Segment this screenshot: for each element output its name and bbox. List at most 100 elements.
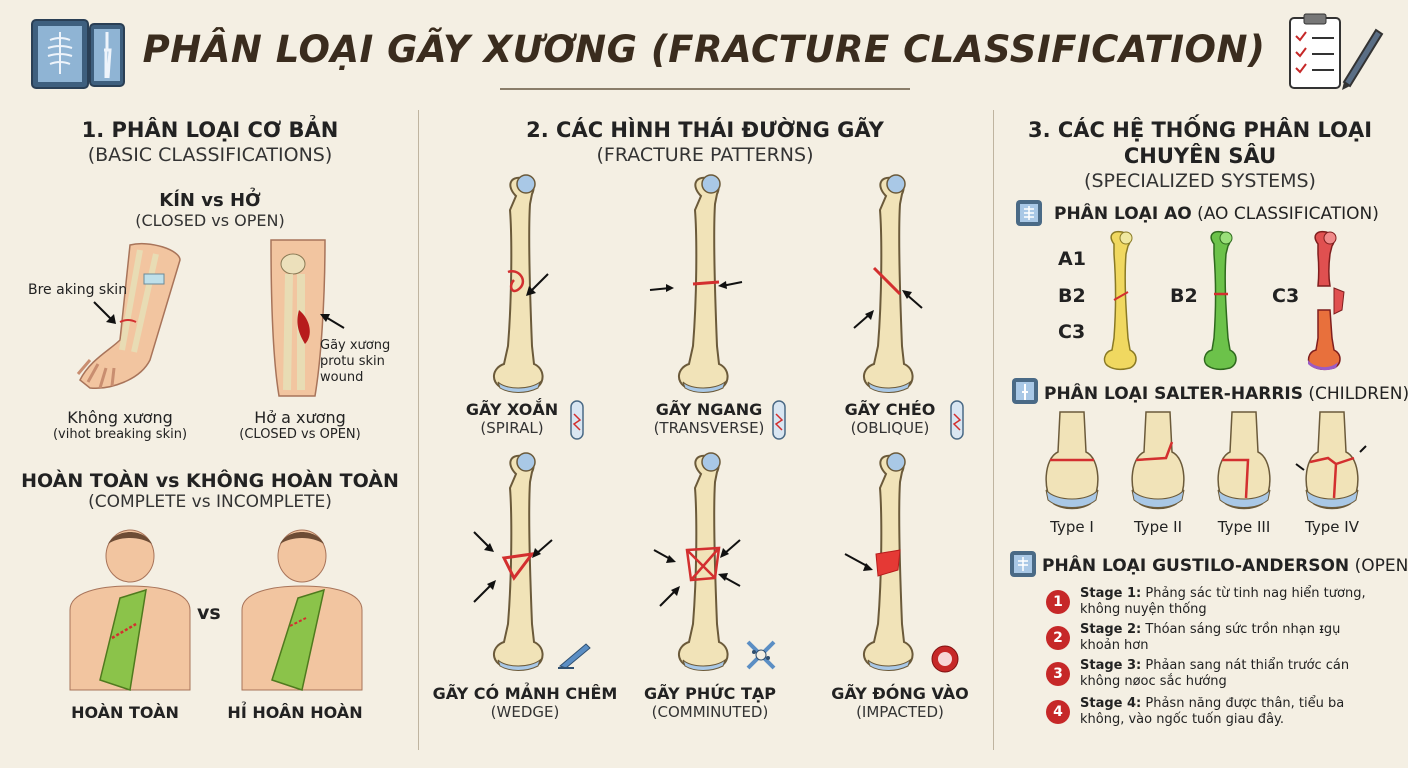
salter-harris-title-bold: PHÂN LOẠI SALTER-HARRIS [1044, 384, 1303, 404]
open-wound-annotation-line1: Gãy xương [320, 338, 391, 353]
impacted-label: GÃY ĐÓNG VÀO [831, 684, 969, 703]
xray-film-icon [570, 400, 584, 444]
oblique-caption: GÃY CHÉO (OBLIQUE) [830, 400, 950, 437]
section2-title: 2. CÁC HÌNH THÁI ĐƯỜNG GÃY [526, 118, 884, 142]
section1-title: 1. PHÂN LOẠI CƠ BẢN [81, 118, 339, 142]
impacted-fracture-bone [856, 452, 926, 678]
incomplete-child-illustration [232, 529, 372, 699]
ao-bone-red [1304, 230, 1354, 374]
column-divider-1 [418, 110, 419, 750]
ao-bone-green [1200, 230, 1244, 374]
section2-header: 2. CÁC HÌNH THÁI ĐƯỜNG GÃY (FRACTURE PAT… [420, 117, 990, 167]
oblique-fracture-bone [856, 174, 926, 400]
section2-subtitle: (FRACTURE PATTERNS) [596, 144, 814, 166]
salter-harris-xray-icon [1012, 378, 1038, 404]
wedge-arrows-icon [470, 530, 560, 610]
salter-harris-type3-bone [1212, 411, 1276, 516]
impact-icon [930, 644, 960, 678]
closed-open-title: KÍN vs HỞ [159, 190, 261, 211]
ao-label-b2-green: B2 [1170, 285, 1198, 307]
gustilo-title-rest: (OPEN) [1354, 556, 1408, 576]
stage2-description: Stage 2: Thóan sáng sức trồn nhạn ᵻgụ kh… [1080, 622, 1380, 654]
section3-title-line1: 3. CÁC HỆ THỐNG PHÂN LOẠI [1027, 118, 1373, 142]
ao-xray-icon [1016, 200, 1042, 226]
stage4-description: Stage 4: Phảsn năng được thân, tiểu ba k… [1080, 696, 1380, 728]
stage1-label: Stage 1: [1080, 586, 1142, 601]
salter-harris-title: PHÂN LOẠI SALTER-HARRIS (CHILDREN) [1044, 384, 1408, 404]
ao-label-c3-red: C3 [1272, 285, 1300, 307]
closed-caption: Không xương (vihot breaking skin) [40, 408, 200, 442]
oblique-label: GÃY CHÉO [844, 400, 936, 419]
incomplete-label: HỈ HOÂN HOÀN [227, 703, 363, 722]
open-wound-annotation-line3: wound [320, 370, 364, 385]
breaking-skin-arrow-icon [92, 300, 122, 334]
salter-harris-type2-bone [1126, 411, 1190, 516]
stage4-label: Stage 4: [1080, 696, 1142, 711]
stage3-text: Phảan sang nát thiẩn trước cán không nøo… [1080, 658, 1350, 689]
ao-bone-yellow [1100, 230, 1144, 374]
stage1-description: Stage 1: Phảng sác từ tinh nag hiển tươn… [1080, 586, 1380, 618]
salter-harris-type4-label: Type IV [1305, 518, 1359, 536]
open-caption: Hở a xương (CLOSED vs OPEN) [220, 408, 380, 442]
salter-harris-type3-label: Type III [1217, 518, 1271, 536]
ao-label-a1: A1 [1058, 248, 1086, 270]
open-wound-arrow-icon [318, 312, 348, 336]
spiral-label: GÃY XOẮN [465, 400, 559, 419]
page-title: PHÂN LOẠI GÃY XƯƠNG (FRACTURE CLASSIFICA… [142, 28, 1266, 71]
wedge-tool-icon [556, 640, 592, 674]
header-xray-icon [28, 14, 128, 94]
impacted-arrow-icon [843, 552, 879, 580]
stage2-badge: 2 [1046, 626, 1070, 650]
spiral-fracture-bone [486, 174, 556, 400]
stage3-description: Stage 3: Phảan sang nát thiẩn trước cán … [1080, 658, 1380, 690]
oblique-arrows-icon [848, 288, 928, 336]
gustilo-title-bold: PHÂN LOẠI GUSTILO-ANDERSON [1042, 556, 1350, 576]
gustilo-title: PHÂN LOẠI GUSTILO-ANDERSON (OPEN) [1042, 556, 1408, 576]
open-label: Hở a xương [254, 408, 346, 427]
stage4-badge: 4 [1046, 700, 1070, 724]
column-divider-2 [993, 110, 994, 750]
clipboard-icon [1284, 12, 1384, 96]
wedge-fracture-bone [486, 452, 556, 678]
salter-harris-title-rest: (CHILDREN) [1302, 384, 1408, 404]
comminuted-fracture-bone [671, 452, 741, 678]
stage1-text: Phảng sác từ tinh nag hiển tương, không … [1080, 586, 1366, 617]
complete-child-illustration [60, 529, 200, 699]
versus-label: vs [197, 602, 221, 624]
section1-subtitle: (BASIC CLASSIFICATIONS) [87, 144, 333, 166]
salter-harris-type1-label: Type I [1050, 518, 1094, 536]
impacted-caption: GÃY ĐÓNG VÀO (IMPACTED) [810, 684, 990, 721]
complete-label: HOÀN TOÀN [71, 703, 179, 722]
salter-harris-type1-bone [1040, 411, 1104, 516]
complete-header: HOÀN TOÀN vs KHÔNG HOÀN TOÀN (COMPLETE v… [10, 470, 410, 512]
salter-harris-type4-bone [1295, 411, 1367, 516]
spiral-arrow-icon [524, 270, 554, 304]
wedge-label: GÃY CÓ MẢNH CHÊM [432, 684, 618, 703]
xray-film-icon [772, 400, 786, 444]
stage1-badge: 1 [1046, 590, 1070, 614]
comminuted-arrows-icon [650, 536, 746, 616]
transverse-arrows-icon [648, 276, 748, 300]
section3-header: 3. CÁC HỆ THỐNG PHÂN LOẠI CHUYÊN SÂU (SP… [1000, 117, 1400, 193]
section3-subtitle: (SPECIALIZED SYSTEMS) [1084, 170, 1316, 192]
breaking-skin-annotation: Bre aking skin [28, 282, 128, 298]
comminuted-label: GÃY PHỨC TẠP [644, 684, 776, 703]
stage3-label: Stage 3: [1080, 658, 1142, 673]
transverse-label: GÃY NGANG [655, 400, 763, 419]
ao-title-bold: PHÂN LOẠI AO [1054, 204, 1192, 224]
spiral-caption: GÃY XOẮN (SPIRAL) [452, 400, 572, 437]
complete-subtitle: (COMPLETE vs INCOMPLETE) [88, 492, 332, 512]
section3-title-line2: CHUYÊN SÂU [1123, 144, 1277, 168]
comminuted-caption: GÃY PHỨC TẠP (COMMINUTED) [620, 684, 800, 721]
ao-label-c3: C3 [1058, 321, 1086, 343]
impacted-sublabel: (IMPACTED) [856, 703, 944, 721]
wedge-caption: GÃY CÓ MẢNH CHÊM (WEDGE) [420, 684, 630, 721]
spiral-sublabel: (SPIRAL) [480, 419, 544, 437]
fragments-icon [744, 638, 778, 676]
stage3-badge: 3 [1046, 662, 1070, 686]
closed-open-header: KÍN vs HỞ (CLOSED vs OPEN) [10, 190, 410, 230]
transverse-caption: GÃY NGANG (TRANSVERSE) [644, 400, 774, 437]
stage2-text: Thóan sáng sức trồn nhạn ᵻgụ khoản hơn [1080, 622, 1341, 653]
salter-harris-type2-label: Type II [1133, 518, 1183, 536]
oblique-sublabel: (OBLIQUE) [850, 419, 930, 437]
